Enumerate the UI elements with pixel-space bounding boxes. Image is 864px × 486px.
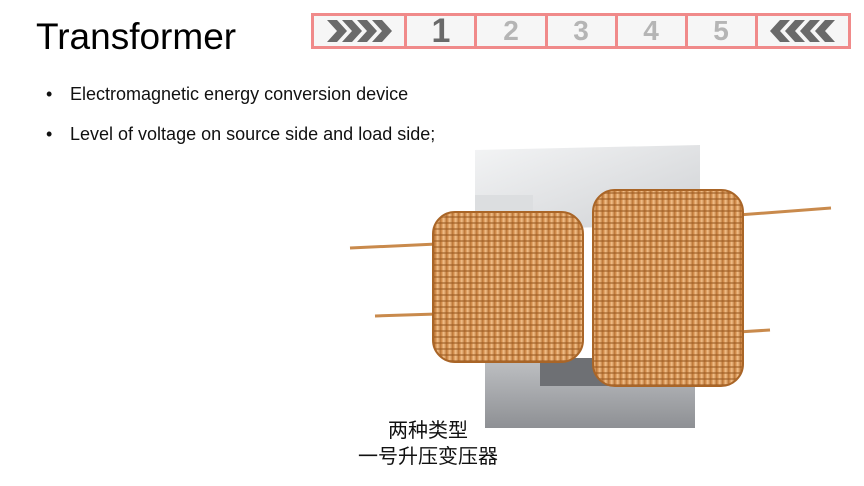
bullet-item: • Level of voltage on source side and lo… (46, 122, 435, 162)
bullet-marker: • (46, 124, 53, 144)
slide-navigation-bar: 1 2 3 4 5 (311, 12, 851, 50)
nav-previous-button[interactable] (314, 16, 408, 46)
chevrons-right-icon (327, 20, 393, 42)
primary-coil (432, 211, 584, 363)
bullet-text: Level of voltage on source side and load… (70, 124, 436, 144)
nav-next-button[interactable] (757, 16, 849, 46)
figure-caption: 两种类型 一号升压变压器 (340, 418, 516, 470)
nav-page-4[interactable]: 4 (617, 15, 688, 46)
bullet-item: • Electromagnetic energy conversion devi… (46, 82, 435, 122)
secondary-coil (592, 189, 744, 387)
bullet-text: Electromagnetic energy conversion device (70, 84, 409, 104)
nav-page-1[interactable]: 1 (407, 12, 478, 50)
chevrons-left-icon (769, 20, 835, 42)
nav-page-3[interactable]: 3 (547, 15, 618, 46)
nav-page-5[interactable]: 5 (687, 15, 758, 46)
nav-page-2[interactable]: 2 (477, 15, 548, 46)
caption-line-2: 一号升压变压器 (358, 446, 498, 468)
bullet-list: • Electromagnetic energy conversion devi… (46, 82, 435, 162)
bullet-marker: • (46, 84, 53, 104)
caption-line-1: 两种类型 (388, 420, 468, 442)
slide-title: Transformer (36, 16, 237, 57)
transformer-illustration (349, 145, 832, 428)
